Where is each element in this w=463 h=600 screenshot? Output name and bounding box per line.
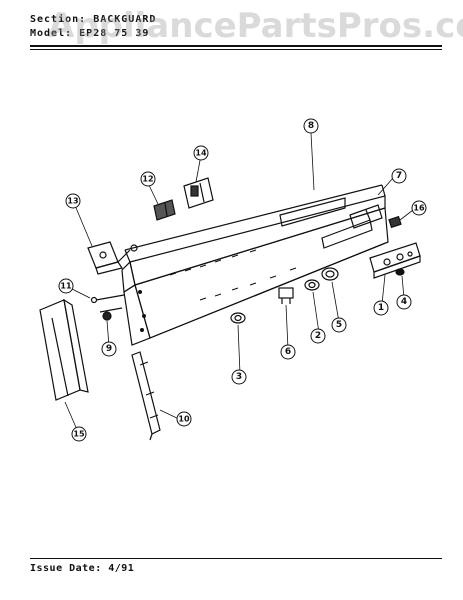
callout-label-4: 4 (401, 297, 407, 307)
callout-6 (280, 344, 296, 360)
callout-label-6: 6 (285, 347, 291, 357)
model-label: Model: (30, 28, 73, 39)
end-cap-right (349, 204, 383, 229)
callout-label-2: 2 (315, 331, 321, 341)
indicator-light (388, 215, 402, 229)
leader-lines (64, 132, 414, 433)
footer-rule (30, 558, 442, 559)
end-cap-left (39, 298, 89, 401)
section-heading: Section: BACKGUARD (30, 14, 156, 25)
callout-label-7: 7 (396, 171, 402, 181)
switch-12 (153, 199, 176, 221)
callout-11 (58, 278, 74, 294)
callout-1 (373, 300, 389, 316)
callout-2 (310, 328, 326, 344)
model-value: EP28 75 39 (79, 28, 150, 39)
callout-label-3: 3 (236, 372, 242, 382)
callout-9 (101, 341, 117, 357)
callout-4 (396, 294, 412, 310)
control-knob-3 (230, 312, 246, 324)
control-knob-2 (304, 279, 320, 291)
callout-15 (71, 426, 87, 442)
callout-label-10: 10 (178, 415, 190, 424)
switch-block-14 (183, 177, 214, 209)
rocker-switch (278, 287, 294, 304)
backguard-panel (121, 184, 389, 346)
clock-knob (395, 268, 405, 276)
callout-7 (391, 168, 407, 184)
header-rule-thick (30, 45, 442, 47)
callout-16 (411, 200, 427, 216)
callout-label-8: 8 (308, 121, 314, 131)
callout-label-15: 15 (73, 430, 85, 439)
callout-label-14: 14 (195, 149, 207, 158)
callout-circles (58, 118, 427, 442)
component-13 (87, 241, 138, 275)
callout-8 (303, 118, 319, 134)
section-value: BACKGUARD (93, 14, 157, 25)
callout-14 (193, 145, 209, 161)
header-rule-thin (30, 49, 442, 50)
screw-9 (99, 307, 123, 321)
clock-timer-module (369, 242, 421, 279)
callout-label-12: 12 (142, 175, 153, 184)
callout-label-16: 16 (413, 204, 425, 213)
callout-label-1: 1 (378, 303, 384, 313)
grommet-11 (90, 294, 125, 304)
model-heading: Model: EP28 75 39 (30, 28, 149, 39)
callout-10 (176, 411, 192, 427)
callout-numbers: 1 2 3 4 5 6 7 8 9 10 11 12 13 14 15 16 (60, 121, 425, 439)
callout-3 (231, 369, 247, 385)
callout-13 (65, 193, 81, 209)
callout-label-13: 13 (67, 197, 78, 206)
issue-date: Issue Date: 4/91 (30, 563, 135, 574)
callout-12 (140, 171, 156, 187)
callout-5 (331, 317, 347, 333)
callout-label-11: 11 (60, 282, 72, 291)
section-label: Section: (30, 14, 87, 25)
callout-label-5: 5 (336, 320, 342, 330)
callout-label-9: 9 (106, 344, 112, 354)
control-knob-5 (321, 267, 339, 281)
mounting-bracket (131, 351, 161, 441)
